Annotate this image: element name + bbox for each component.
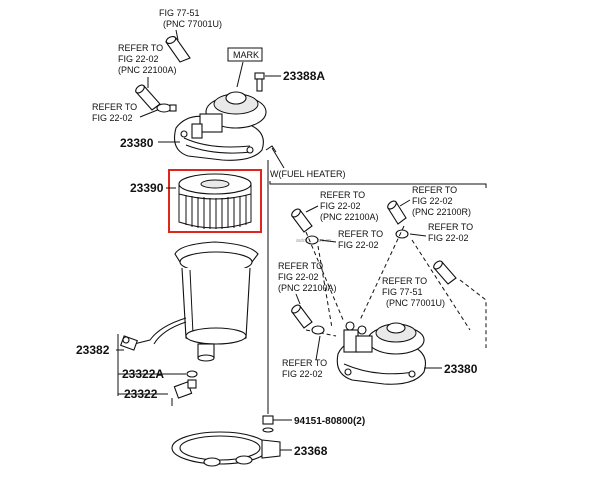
- ref-fig22-d-line2: FIG 22-02: [412, 196, 453, 206]
- ref-fig22-b-line1: REFER TO: [92, 102, 137, 112]
- filter-bowl-23382: [120, 241, 259, 362]
- ref-fig22-a-line2: FIG 22-02: [118, 54, 159, 64]
- fuel-heater-bracket: [269, 181, 487, 188]
- filter-head-right: [336, 321, 427, 385]
- part-23388A: 23388A: [283, 69, 325, 83]
- ref-fig22-e-line2: FIG 22-02: [338, 240, 379, 250]
- part-23322: 23322: [124, 387, 158, 401]
- mark-box: [227, 47, 263, 62]
- ref-fig22-h-line2: FIG 22-02: [282, 369, 323, 379]
- arrow-fuel-heater: [265, 145, 285, 169]
- drain-plug-23322: [171, 379, 197, 406]
- ref-fig77-top-line1: FIG 77-51: [159, 8, 200, 18]
- hose-top: [165, 36, 191, 63]
- ref-fig22-g-line3: (PNC 22100A): [278, 283, 337, 293]
- ref-fig22-c-line2: FIG 22-02: [320, 201, 361, 211]
- ref-fig77-mid-line3: (PNC 77001U): [386, 298, 445, 308]
- hose-left: [135, 84, 161, 111]
- bolt-23388A: [254, 72, 265, 92]
- ref-fig22-f-line1: REFER TO: [428, 222, 473, 232]
- hose-right-a: [291, 208, 313, 233]
- clip-right-a: [305, 235, 319, 245]
- ref-fig22-f-line2: FIG 22-02: [428, 233, 469, 243]
- mark-label: MARK: [233, 50, 259, 60]
- clip-right-b: [395, 229, 409, 239]
- ref-fig22-d-line3: (PNC 22100R): [412, 207, 471, 217]
- part-23380-top: 23380: [120, 136, 154, 150]
- clip-right-c: [311, 325, 325, 335]
- part-23390: 23390: [130, 181, 164, 195]
- ref-fig22-d-line1: REFER TO: [412, 185, 457, 195]
- part-23382: 23382: [76, 343, 110, 357]
- ref-fig22-b-line2: FIG 22-02: [92, 113, 133, 123]
- ref-fig22-c-line1: REFER TO: [320, 190, 365, 200]
- hose-right-c: [291, 304, 313, 329]
- filter-element-23390: [178, 173, 252, 229]
- ref-fig77-mid-line1: REFER TO: [382, 276, 427, 286]
- part-23322A: 23322A: [122, 367, 164, 381]
- hose-right-d: [433, 260, 457, 285]
- ref-fig22-a-line1: REFER TO: [118, 43, 163, 53]
- part-94151: 94151-80800(2): [294, 416, 365, 427]
- ref-fig77-mid-line2: FIG 77-51: [382, 287, 423, 297]
- ref-fig22-g-line2: FIG 22-02: [278, 272, 319, 282]
- part-23368: 23368: [294, 444, 328, 458]
- highlight-box: [168, 169, 262, 233]
- clip-top: [156, 103, 177, 113]
- ref-fig22-c-line3: (PNC 22100A): [320, 212, 379, 222]
- ref-fig22-g-line1: REFER TO: [278, 261, 323, 271]
- ref-fig22-h-line1: REFER TO: [282, 358, 327, 368]
- nut-94151: [262, 415, 274, 433]
- fuel-heater-label: W(FUEL HEATER): [270, 169, 346, 179]
- oring-23322A: [186, 370, 198, 378]
- ring-23368: [171, 431, 281, 467]
- ref-fig77-top-line2: (PNC 77001U): [163, 19, 222, 29]
- hose-right-b: [387, 200, 407, 225]
- part-23380-right: 23380: [444, 362, 478, 376]
- ref-fig22-a-line3: (PNC 22100A): [118, 65, 177, 75]
- ref-fig22-e-line1: REFER TO: [338, 229, 383, 239]
- filter-head-top: [173, 91, 267, 161]
